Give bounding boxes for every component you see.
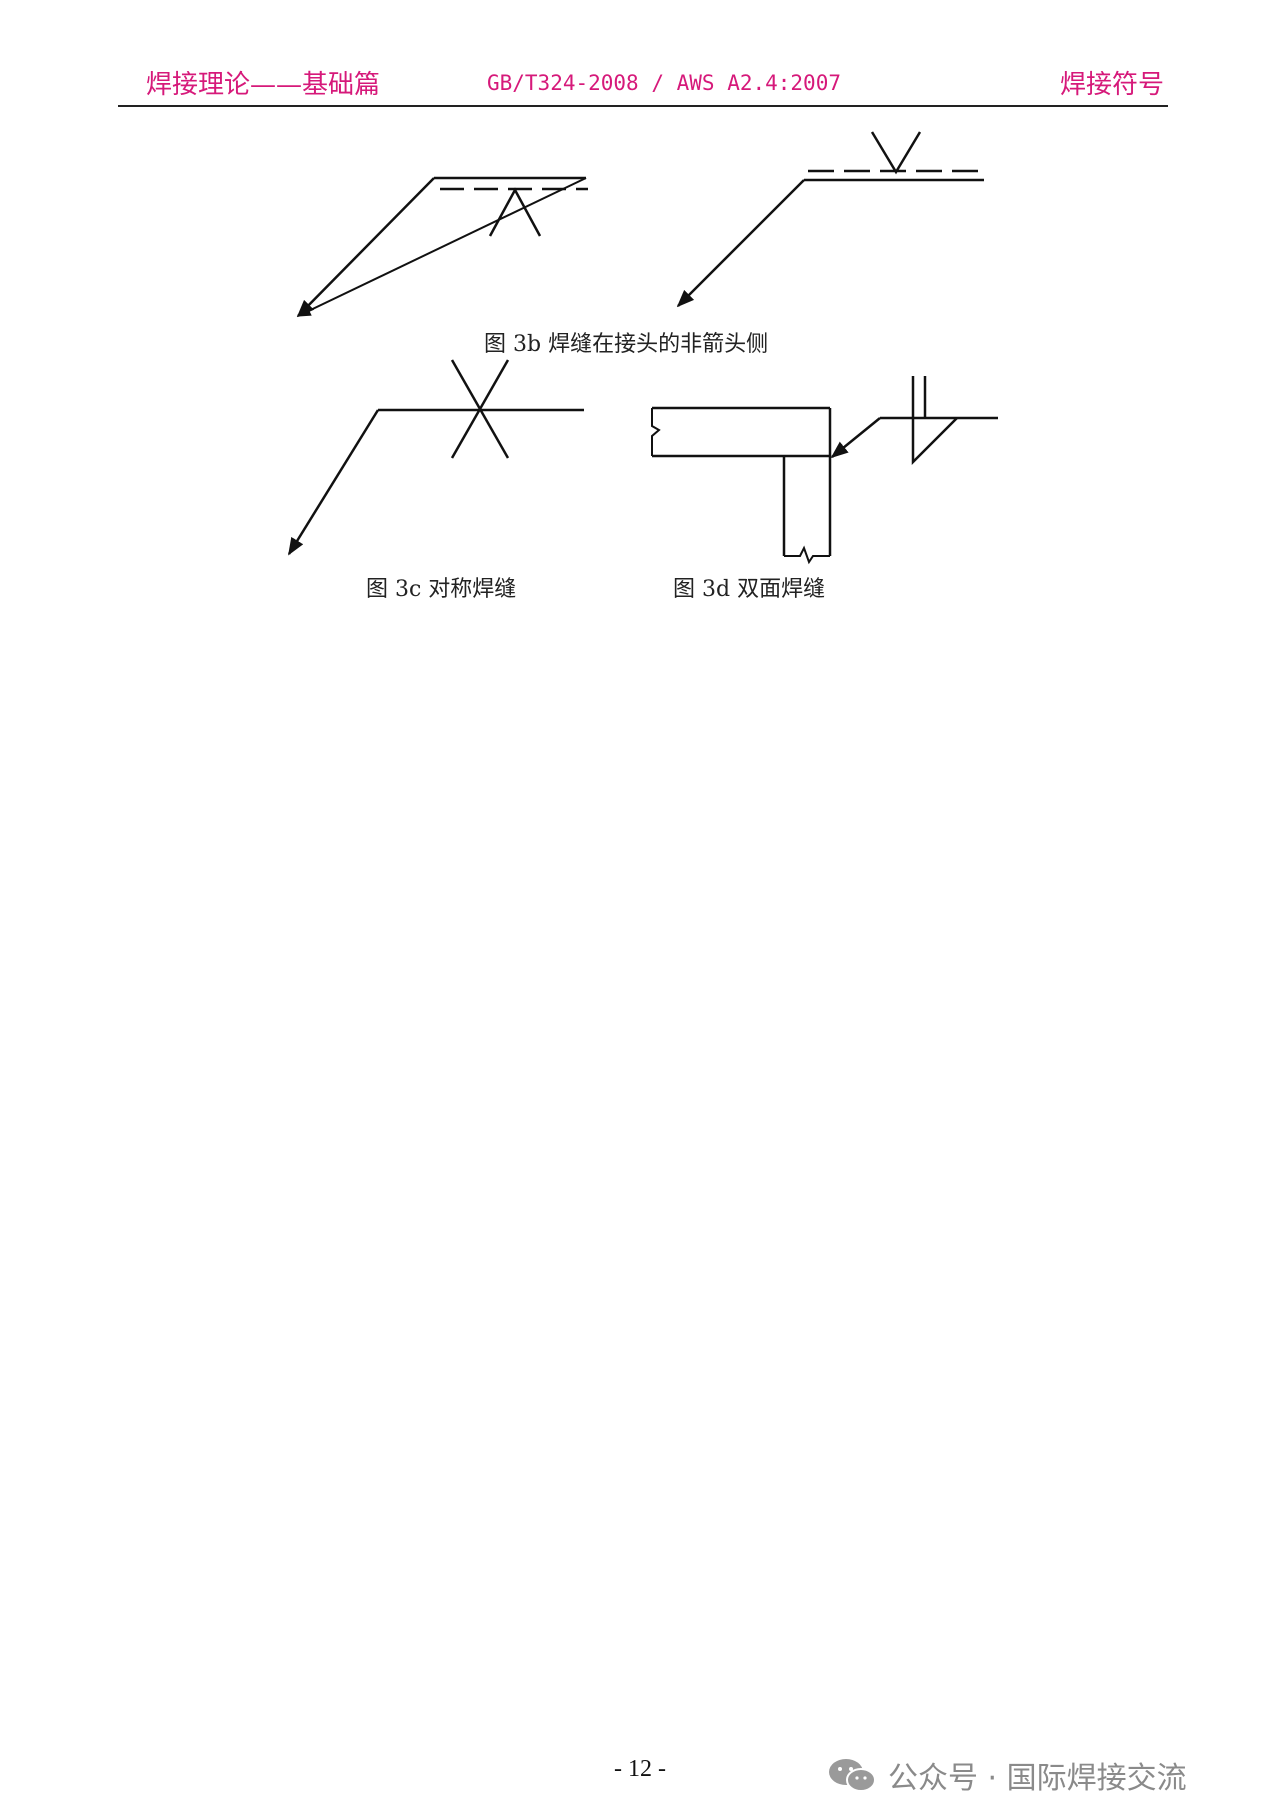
figure-3d xyxy=(651,376,998,565)
figure-3b-left xyxy=(296,176,588,318)
arrow-leg xyxy=(676,179,805,308)
plate-break xyxy=(651,408,661,456)
figure-3c-caption: 图 3c 对称焊缝 xyxy=(366,577,517,602)
arrow-leg xyxy=(830,417,881,459)
header-rule xyxy=(118,105,1168,107)
page-number: - 12 - xyxy=(614,1756,666,1782)
v-groove-symbol xyxy=(488,187,542,237)
figure-3c xyxy=(287,359,584,556)
leader-arrow xyxy=(296,177,587,317)
figure-3b-right xyxy=(676,131,984,308)
x-symbol-stroke-2 xyxy=(450,359,510,459)
wechat-icon xyxy=(829,1759,876,1792)
figure-3d-caption: 图 3d 双面焊缝 xyxy=(673,577,826,602)
header-title: 焊接理论——基础篇 xyxy=(146,70,381,100)
stem-break xyxy=(784,545,830,565)
watermark-text: 公众号 · 国际焊接交流 xyxy=(888,1761,1187,1796)
watermark: 公众号 · 国际焊接交流 xyxy=(826,1753,1187,1797)
fillet-symbol-lower xyxy=(911,417,958,466)
figure-3b-caption: 图 3b 焊缝在接头的非箭头侧 xyxy=(484,332,769,357)
header-section: 焊接符号 xyxy=(1059,70,1164,100)
arrow-leg xyxy=(296,177,435,318)
header-standard: GB/T324-2008 / AWS A2.4:2007 xyxy=(486,71,841,95)
arrow-leg xyxy=(287,409,380,556)
v-groove-symbol xyxy=(870,131,922,175)
